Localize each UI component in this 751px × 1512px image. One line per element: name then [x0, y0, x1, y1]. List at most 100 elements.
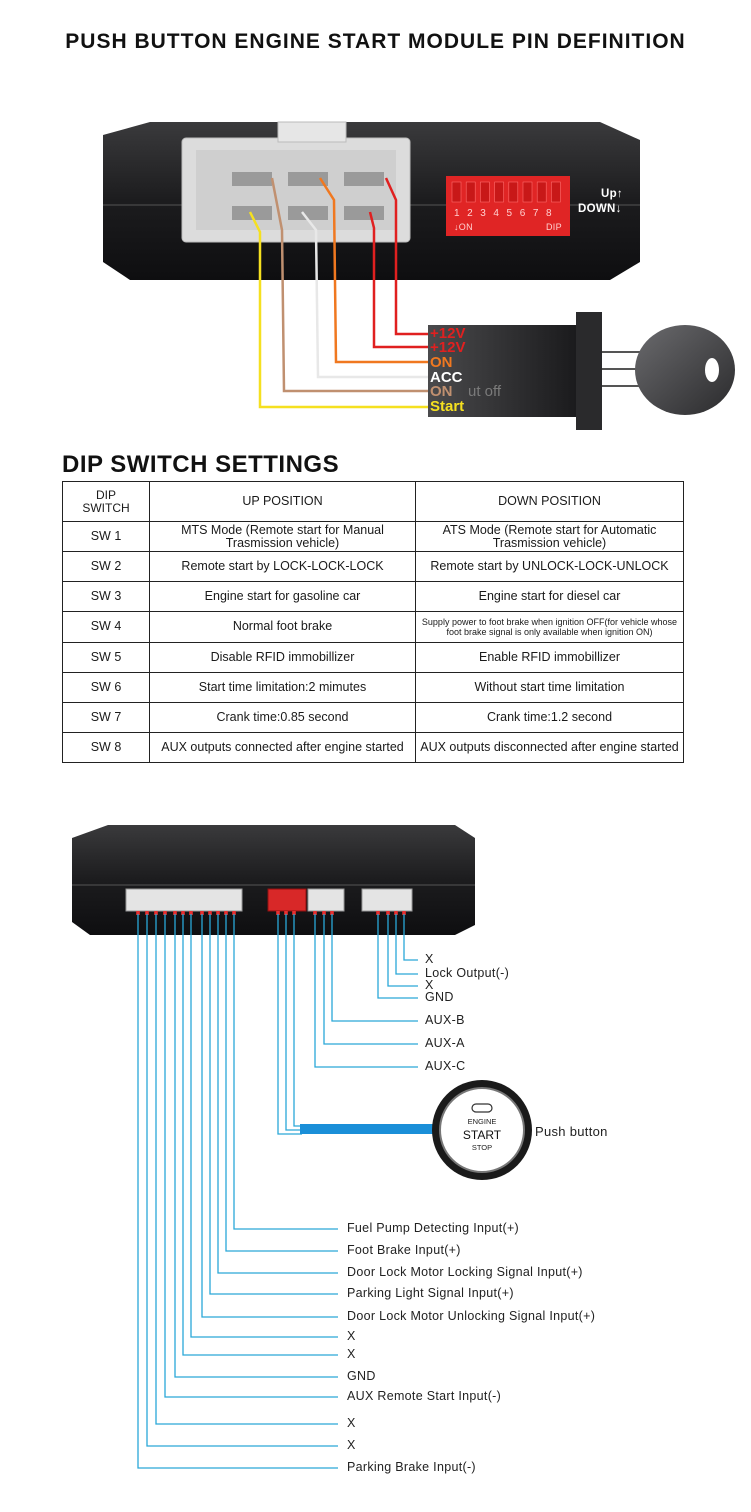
pin-terminal: [173, 911, 177, 915]
pin-terminal: [136, 911, 140, 915]
push-button[interactable]: ENGINE START STOP: [432, 1080, 532, 1180]
page-title: PUSH BUTTON ENGINE START MODULE PIN DEFI…: [65, 30, 686, 53]
dip-switch-block[interactable]: [446, 176, 570, 236]
ignition-switch: [428, 312, 735, 430]
main-connector-pin-label: Parking Brake Input(-): [347, 1460, 476, 1474]
cell-up: MTS Mode (Remote start for Manual Trasmi…: [149, 521, 416, 553]
lock-connector-wire: [377, 914, 418, 999]
push-button-line1: ENGINE: [468, 1117, 497, 1126]
cell-sw: SW 8: [62, 731, 150, 764]
main-connector-pin-label: X: [347, 1347, 356, 1361]
dip-numbers: 1 2 3 4 5 6 7 8: [454, 208, 554, 219]
main-connector-pin-label: Foot Brake Input(+): [347, 1243, 461, 1257]
cell-sw: SW 5: [62, 641, 150, 673]
pin-terminal: [232, 911, 236, 915]
cell-up: Remote start by LOCK-LOCK-LOCK: [149, 551, 416, 583]
push-button-wire: [277, 914, 302, 1135]
pin-terminal: [386, 911, 390, 915]
main-connector-wire: [182, 914, 338, 1356]
dip-switch-knob[interactable]: [494, 181, 504, 203]
cell-sw: SW 3: [62, 581, 150, 613]
top-module: [103, 121, 640, 280]
cell-down: Enable RFID immobillizer: [415, 641, 684, 673]
main-connector-pin-label: Door Lock Motor Unlocking Signal Input(+…: [347, 1309, 596, 1323]
push-button-connector: [267, 888, 307, 912]
main-connector-pin-label: X: [347, 1416, 356, 1430]
cell-down: ATS Mode (Remote start for Automatic Tra…: [415, 521, 684, 553]
cell-up: Engine start for gasoline car: [149, 581, 416, 613]
dip-on-label: ↓ON: [454, 222, 473, 232]
dip-switch-knob[interactable]: [536, 181, 547, 203]
main-connector-wire: [155, 914, 338, 1425]
aux-wire: [314, 914, 418, 1068]
main-connector-pin-label: Door Lock Motor Locking Signal Input(+): [347, 1265, 583, 1279]
cell-up: Start time limitation:2 mimutes: [149, 671, 416, 703]
down-label: DOWN↓: [578, 203, 622, 215]
dip-switch-knob[interactable]: [480, 181, 490, 203]
aux-pin-label: AUX-A: [425, 1036, 465, 1050]
bottom-wires: [136, 911, 418, 1469]
cell-down: Remote start by UNLOCK-LOCK-UNLOCK: [415, 551, 684, 583]
main-connector-pin-label: Parking Light Signal Input(+): [347, 1286, 514, 1300]
main-connector-wire: [209, 914, 338, 1295]
lock-connector-pin-label: Lock Output(-): [425, 966, 510, 980]
ignition-wires: [248, 177, 432, 409]
dip-switch-knob[interactable]: [451, 181, 462, 203]
pin-terminal: [376, 911, 380, 915]
dip-switch-knob[interactable]: [508, 181, 519, 203]
ignition-label-start: Start: [430, 398, 465, 415]
dip-switch-table: DIP SWITCH UP POSITION DOWN POSITION SW …: [62, 480, 684, 764]
cell-up: Disable RFID immobillizer: [149, 641, 416, 673]
ignition-connector: [181, 121, 411, 243]
header-dip-switch: DIP SWITCH: [62, 480, 150, 523]
aux-pin-label: AUX-B: [425, 1013, 465, 1027]
main-connector-wire: [164, 914, 338, 1398]
main-connector-wire: [174, 914, 338, 1378]
lock-connector-wire: [403, 914, 418, 961]
dip-switch-knob[interactable]: [551, 181, 561, 203]
pin-terminal: [163, 911, 167, 915]
pin-terminal: [224, 911, 228, 915]
key-icon: [635, 325, 735, 415]
lock-connector-wire: [387, 914, 418, 987]
pin-terminal: [276, 911, 280, 915]
cell-down: Crank time:1.2 second: [415, 701, 684, 733]
pin-terminal: [313, 911, 317, 915]
aux-wire: [331, 914, 418, 1022]
main-connector-pin-label: GND: [347, 1369, 376, 1383]
main-connector-wire: [233, 914, 338, 1230]
pin-terminal: [322, 911, 326, 915]
push-button-label: Push button: [535, 1124, 608, 1139]
cell-up: Normal foot brake: [149, 611, 416, 643]
pin-terminal: [200, 911, 204, 915]
aux-connector: [307, 888, 345, 912]
ignition-label-on: ON: [430, 354, 453, 371]
cell-down: AUX outputs disconnected after engine st…: [415, 731, 684, 764]
cell-up: Crank time:0.85 second: [149, 701, 416, 733]
dip-switch-knob[interactable]: [465, 181, 476, 203]
cell-down: Without start time limitation: [415, 671, 684, 703]
pin-terminal: [394, 911, 398, 915]
pin-terminal: [292, 911, 296, 915]
pin-terminal: [284, 911, 288, 915]
push-button-wire: [293, 914, 302, 1127]
push-button-cable: [300, 1124, 438, 1134]
main-connector-pin-label: X: [347, 1329, 356, 1343]
main-connector-pin-label: AUX Remote Start Input(-): [347, 1389, 502, 1403]
cell-sw: SW 2: [62, 551, 150, 583]
dip-switch-knob[interactable]: [522, 181, 533, 203]
pin-terminal: [189, 911, 193, 915]
push-button-line2: START: [463, 1128, 502, 1142]
dip-label: DIP: [546, 222, 562, 232]
lock-connector-pin-label: GND: [425, 990, 454, 1004]
header-down-position: DOWN POSITION: [415, 480, 684, 523]
push-button-line3: STOP: [472, 1143, 492, 1152]
main-connector-pin-label: X: [347, 1438, 356, 1452]
ignition-ghost-text: ut off: [468, 383, 502, 400]
